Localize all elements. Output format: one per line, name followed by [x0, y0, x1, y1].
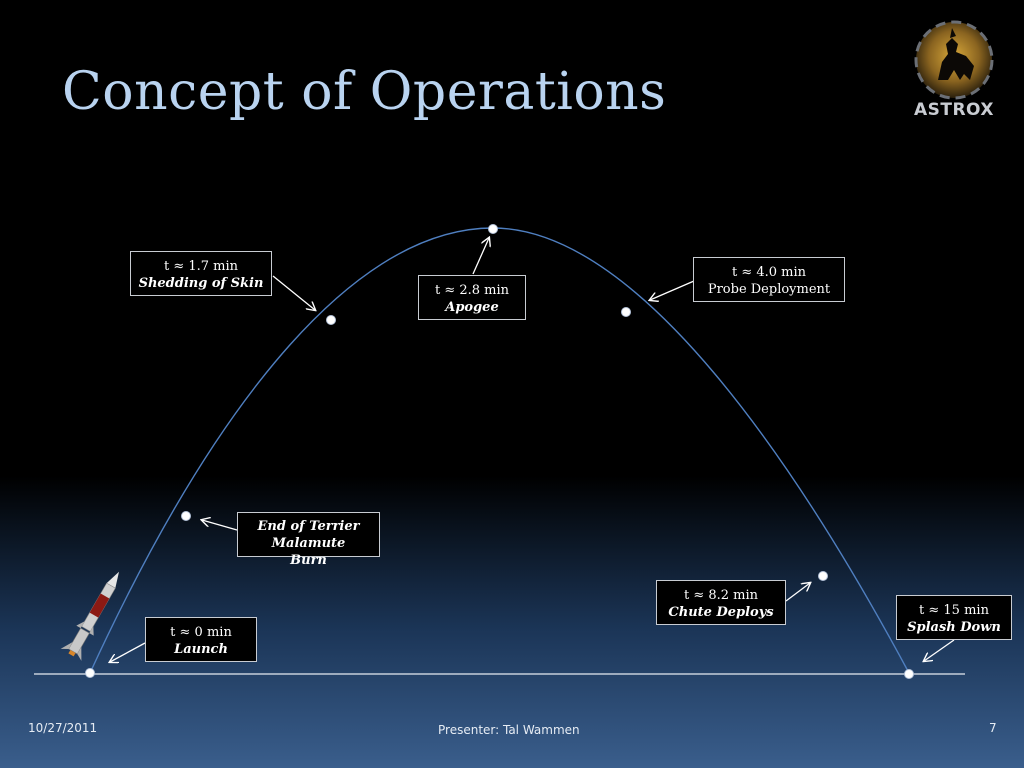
- arrow-burn: [202, 520, 238, 531]
- slide-title: Concept of Operations: [62, 62, 667, 122]
- milestone-event: Splash Down: [907, 620, 1001, 635]
- milestone-label-skin: t ≈ 1.7 min Shedding of Skin: [130, 251, 272, 296]
- milestone-label-chute: t ≈ 8.2 min Chute Deploys: [656, 580, 786, 625]
- callout-arrows: [110, 238, 955, 662]
- logo-wordmark: ASTROX: [913, 100, 995, 120]
- milestone-label-probe: t ≈ 4.0 min Probe Deployment: [693, 257, 845, 302]
- milestone-points: [85, 224, 914, 679]
- slide-page-number: 7: [989, 721, 997, 735]
- point-splash: [904, 669, 914, 679]
- milestone-event: Apogee: [445, 300, 499, 315]
- milestone-event: Shedding of Skin: [138, 276, 264, 291]
- point-apogee: [488, 224, 498, 234]
- milestone-event: Probe Deployment: [707, 282, 831, 297]
- milestone-event: Chute Deploys: [668, 605, 774, 620]
- point-burn: [181, 511, 191, 521]
- milestone-time: t ≈ 1.7 min: [163, 259, 239, 274]
- point-launch: [85, 668, 95, 678]
- astrox-logo: ASTROX: [908, 18, 1000, 128]
- point-chute: [818, 571, 828, 581]
- rider-emblem-icon: [914, 20, 994, 100]
- milestone-label-burn: End of Terrier Malamute Burn: [237, 512, 380, 568]
- milestone-event: Launch: [174, 642, 228, 657]
- arrow-chute: [785, 583, 810, 602]
- milestone-time: t ≈ 2.8 min: [434, 283, 510, 298]
- point-skin: [326, 315, 336, 325]
- arrow-apogee: [472, 238, 489, 275]
- milestone-time: t ≈ 0 min: [170, 625, 232, 640]
- milestone-time: t ≈ 4.0 min: [731, 265, 807, 280]
- milestone-label-launch: t ≈ 0 min Launch: [145, 617, 257, 662]
- arrow-launch: [110, 642, 146, 662]
- arrow-splash: [924, 639, 955, 661]
- slide-presenter: Presenter: Tal Wammen: [438, 723, 580, 737]
- arrow-skin: [272, 275, 315, 310]
- slide-date: 10/27/2011: [28, 721, 98, 735]
- milestone-label-apogee: t ≈ 2.8 min Apogee: [418, 275, 526, 320]
- milestone-time: t ≈ 8.2 min: [683, 588, 759, 603]
- point-probe: [621, 307, 631, 317]
- rocket-icon: [60, 571, 119, 661]
- milestone-time: t ≈ 15 min: [919, 603, 989, 618]
- milestone-event: End of Terrier Malamute Burn: [257, 519, 360, 568]
- arrow-probe: [650, 280, 695, 300]
- milestone-label-splash: t ≈ 15 min Splash Down: [896, 595, 1012, 640]
